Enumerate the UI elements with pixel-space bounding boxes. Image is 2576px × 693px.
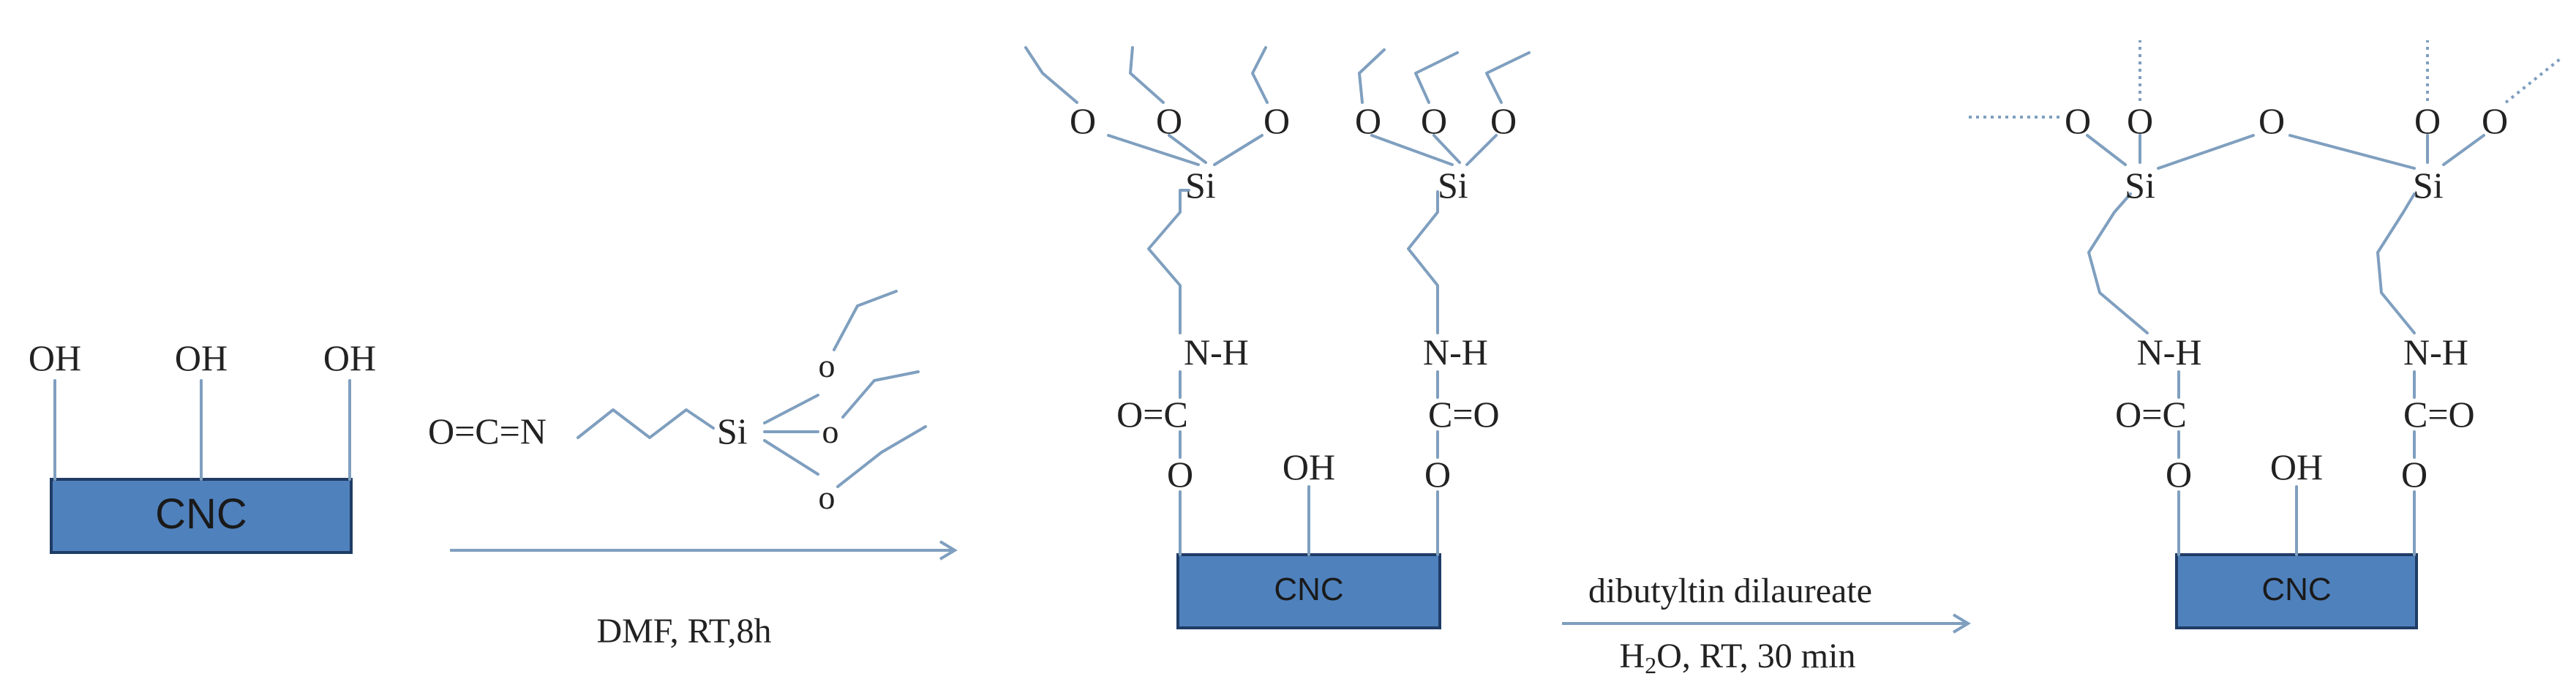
o-right-a: O	[1355, 100, 1381, 141]
cnc-block-1	[50, 478, 353, 554]
polymer-chain-right	[2504, 57, 2562, 104]
carbonyl-left-2: O=C	[1116, 394, 1188, 435]
si-reagent-label: Si	[717, 411, 748, 452]
ethyl-left-c	[1251, 46, 1269, 104]
solvent-subscript: 2	[1645, 652, 1656, 678]
condition-step-2-solvent: H2O, RT, 30 min	[1620, 637, 1856, 678]
si-o-bridge-left	[2157, 134, 2255, 170]
o-left-b: O	[1156, 100, 1182, 141]
oh-label-2: OH	[175, 337, 228, 378]
o-left3-b: O	[2127, 100, 2153, 141]
o-ester-left-3: O	[2166, 454, 2192, 495]
si-right-2: Si	[1438, 165, 1468, 206]
cnc-block-2	[1176, 553, 1441, 629]
o-bridge-3: O	[2258, 100, 2285, 141]
ethyl-right-a	[1358, 48, 1386, 104]
nh-left-3: N-H	[2137, 331, 2202, 372]
si-o-bond-upper	[763, 394, 819, 424]
si-o-right-c	[1465, 134, 1498, 166]
oh-label-3: OH	[323, 337, 376, 378]
si-o-left-b	[1168, 134, 1207, 164]
crosslinked-cnc: CNC O O=C N-H Si O O O OH O C=O N-H Si	[1968, 40, 2562, 629]
o-left-a: O	[1070, 100, 1096, 141]
si-o-right-a	[1370, 134, 1454, 166]
cnc-label-1: CNC	[155, 490, 247, 538]
condition-step-2-catalyst: dibutyltin dilaureate	[1588, 572, 1872, 610]
propyl-right-3	[2376, 192, 2416, 334]
propyl-left-2	[1147, 189, 1190, 334]
isocyanate-label: O=C=N	[428, 411, 547, 452]
nh-right-2: N-H	[1423, 331, 1488, 372]
cnc-label-2: CNC	[1274, 572, 1343, 607]
si-o-left-c	[1213, 134, 1263, 166]
si-o-left3-a	[2086, 134, 2127, 166]
silane-grafted-cnc: CNC O O=C N-H Si O O O OH O C=O N-H Si O	[1024, 46, 1531, 629]
propyl-left-3	[2087, 192, 2149, 334]
oh-center-2: OH	[1283, 446, 1335, 487]
o-ester-right-2: O	[1424, 454, 1451, 495]
si-o-bond-lower	[763, 439, 819, 476]
ethyl-left-a	[1024, 46, 1078, 104]
solvent-rest: O, RT, 30 min	[1656, 637, 1855, 675]
carbonyl-right-2: C=O	[1428, 394, 1500, 435]
arrow-2-head	[1952, 613, 1971, 634]
solvent-h: H	[1620, 637, 1645, 675]
arrow-1-head	[939, 540, 958, 561]
ethyl-left-b	[1129, 46, 1165, 104]
condition-step-1: DMF, RT,8h	[596, 612, 771, 651]
oh-center-3: OH	[2270, 446, 2323, 487]
ethyl-reagent-2	[841, 370, 920, 419]
carbonyl-right-3: C=O	[2403, 394, 2475, 435]
si-o-left-a	[1107, 134, 1200, 166]
o-reagent-2: o	[822, 413, 839, 450]
ethyl-right-b	[1414, 51, 1459, 104]
cnc-block-3	[2175, 553, 2418, 629]
o-left-c: O	[1263, 100, 1290, 141]
si-right-3: Si	[2413, 165, 2444, 206]
reaction-arrow-1: DMF, RT,8h	[450, 540, 958, 651]
ethyl-reagent-1	[833, 290, 898, 351]
nh-left-2: N-H	[1184, 331, 1249, 372]
propyl-right-2	[1407, 190, 1439, 334]
o-reagent-1: o	[819, 347, 835, 384]
o-right-c: O	[1490, 100, 1517, 141]
o-right3-c: O	[2482, 100, 2508, 141]
ethyl-right-c	[1485, 51, 1531, 104]
cnc-label-3: CNC	[2261, 572, 2331, 607]
o-ester-left-2: O	[1167, 454, 1193, 495]
propyl-chain-reagent	[577, 408, 715, 439]
nh-right-3: N-H	[2403, 331, 2468, 372]
o-reagent-3: o	[819, 479, 835, 516]
si-o-right-b	[1432, 134, 1461, 164]
o-right3-b: O	[2414, 100, 2441, 141]
si-o-right3-c	[2442, 134, 2485, 166]
oh-label-1: OH	[29, 337, 81, 378]
reaction-arrow-2: dibutyltin dilaureate H2O, RT, 30 min	[1562, 572, 1971, 678]
cnc-starting-material: CNC OH OH OH	[29, 337, 376, 554]
silane-reagent: O=C=N Si o o o	[428, 290, 927, 516]
o-left3-a: O	[2065, 100, 2091, 141]
si-left-2: Si	[1185, 165, 1216, 206]
ethyl-reagent-3	[836, 425, 927, 488]
carbonyl-left-3: O=C	[2115, 394, 2187, 435]
si-left-3: Si	[2125, 165, 2155, 206]
si-o-bridge-right	[2288, 134, 2416, 170]
o-right-b: O	[1421, 100, 1447, 141]
o-ester-right-3: O	[2401, 454, 2427, 495]
